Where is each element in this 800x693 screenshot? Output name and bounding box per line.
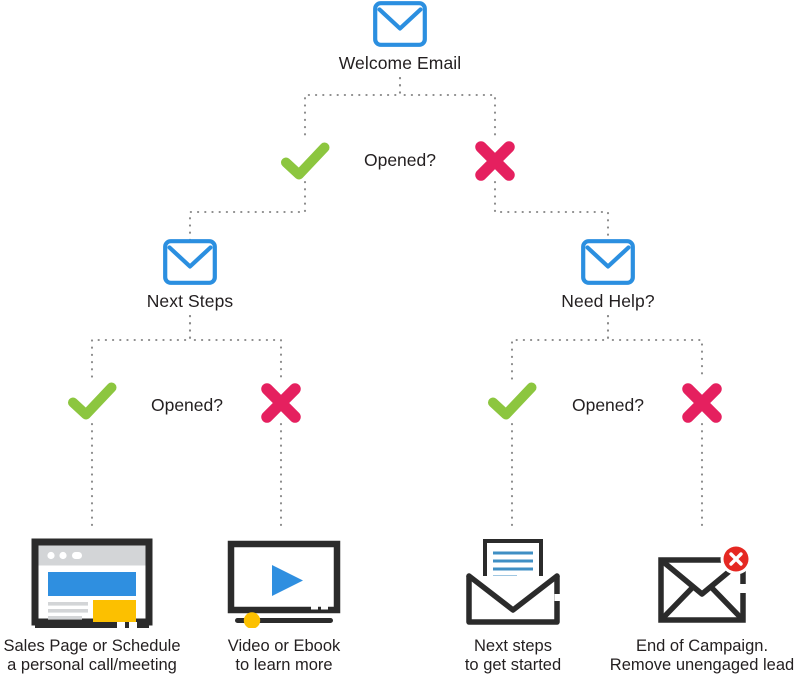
outcome-label-line1: Next steps xyxy=(474,637,552,655)
node-welcome-email[interactable]: Welcome Email xyxy=(300,0,500,73)
envelope-icon xyxy=(163,239,217,285)
decision-question-level2-left: Opened? xyxy=(150,395,223,415)
check-icon xyxy=(68,382,117,420)
browser-window-icon xyxy=(31,538,153,628)
node-label: Need Help? xyxy=(561,291,655,311)
decision-left-opened-yes[interactable] xyxy=(65,374,119,428)
node-label: Welcome Email xyxy=(338,53,462,73)
outcome-label-line2: a personal call/meeting xyxy=(7,656,177,675)
outcome-label-line2: to get started xyxy=(464,656,562,675)
decision-opened-yes[interactable] xyxy=(278,134,332,188)
outcome-label: End of Campaign. Remove unengaged lead xyxy=(602,637,800,675)
outcome-label-line1: Video or Ebook xyxy=(227,637,341,655)
check-icon xyxy=(488,382,537,420)
outcome-sales-page[interactable]: Sales Page or Schedule a personal call/m… xyxy=(0,528,192,675)
decision-left-opened-no[interactable] xyxy=(254,376,308,430)
envelope-icon xyxy=(581,239,635,285)
outcome-end-of-campaign[interactable]: End of Campaign. Remove unengaged lead xyxy=(602,528,800,675)
node-need-help[interactable]: Need Help? xyxy=(508,238,708,311)
outcome-label: Next steps to get started xyxy=(413,637,613,675)
outcome-label-line1: Sales Page or Schedule xyxy=(3,637,181,655)
envelope-icon xyxy=(373,1,427,47)
video-player-icon xyxy=(227,540,341,628)
outcome-label-line2: Remove unengaged lead xyxy=(609,656,795,675)
outcome-label: Video or Ebook to learn more xyxy=(184,637,384,675)
outcome-label-line2: to learn more xyxy=(235,656,333,675)
node-next-steps[interactable]: Next Steps xyxy=(90,238,290,311)
outcome-label-line1: End of Campaign. xyxy=(635,637,769,655)
decision-question-level1: Opened? xyxy=(363,150,436,170)
envelope-error-icon xyxy=(658,543,752,623)
decision-right-opened-yes[interactable] xyxy=(485,374,539,428)
decision-right-opened-no[interactable] xyxy=(675,376,729,430)
open-envelope-letter-icon xyxy=(466,539,560,625)
decision-opened-no[interactable] xyxy=(468,134,522,188)
node-label: Next Steps xyxy=(146,291,234,311)
outcome-video-ebook[interactable]: Video or Ebook to learn more xyxy=(184,528,384,675)
cross-icon xyxy=(475,141,515,181)
cross-icon xyxy=(261,383,301,423)
cross-icon xyxy=(682,383,722,423)
outcome-next-steps[interactable]: Next steps to get started xyxy=(413,528,613,675)
outcome-label: Sales Page or Schedule a personal call/m… xyxy=(0,637,192,675)
decision-question-level2-right: Opened? xyxy=(571,395,644,415)
check-icon xyxy=(281,142,330,180)
